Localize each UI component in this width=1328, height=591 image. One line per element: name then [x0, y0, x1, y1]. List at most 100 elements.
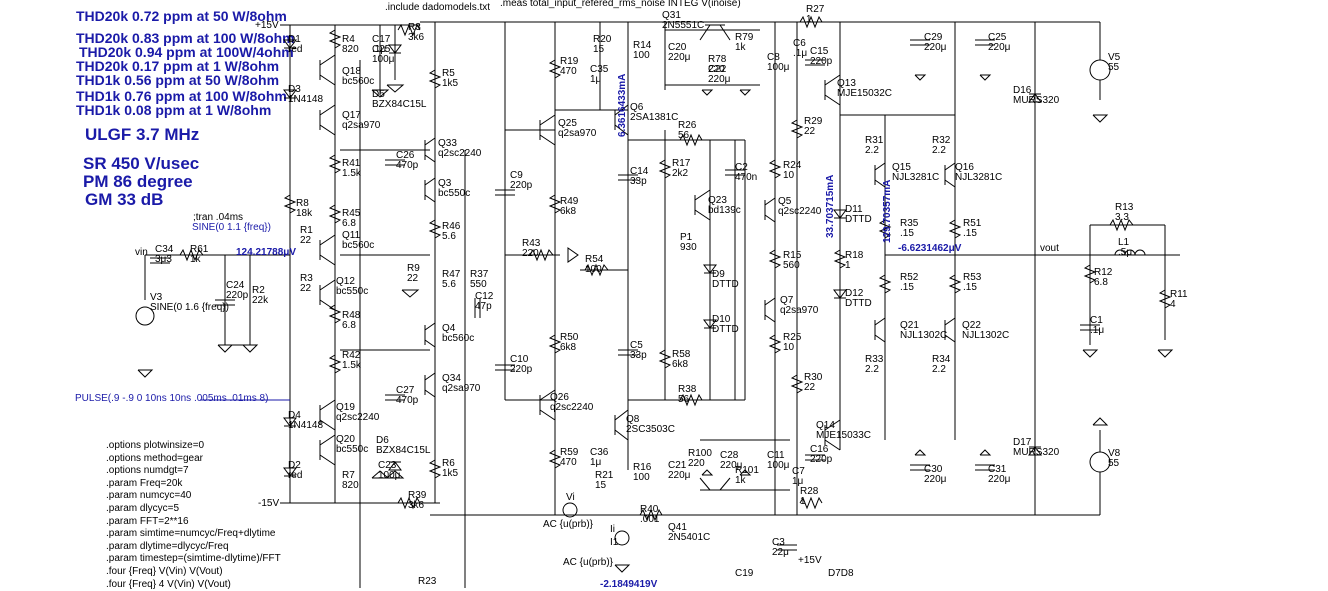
component-r35[interactable]: R35.15 [900, 218, 919, 239]
component-r40[interactable]: R40.001 [640, 504, 660, 525]
component-i1[interactable]: I1 [610, 537, 619, 548]
component-d7d8[interactable]: D7D8 [828, 568, 854, 579]
component-r51[interactable]: R51.15 [963, 218, 982, 239]
component-c1[interactable]: C1.1μ [1090, 315, 1104, 336]
component-c17[interactable]: C17.1μ [372, 34, 391, 55]
component-l1[interactable]: L1.5μ [1118, 237, 1132, 258]
component-r52[interactable]: R52.15 [900, 272, 919, 293]
component-c6[interactable]: C6.1μ [793, 38, 807, 59]
component-r23[interactable]: R23 [418, 576, 437, 587]
component-c19[interactable]: C19 [735, 568, 754, 579]
component-r53[interactable]: R53.15 [963, 272, 982, 293]
